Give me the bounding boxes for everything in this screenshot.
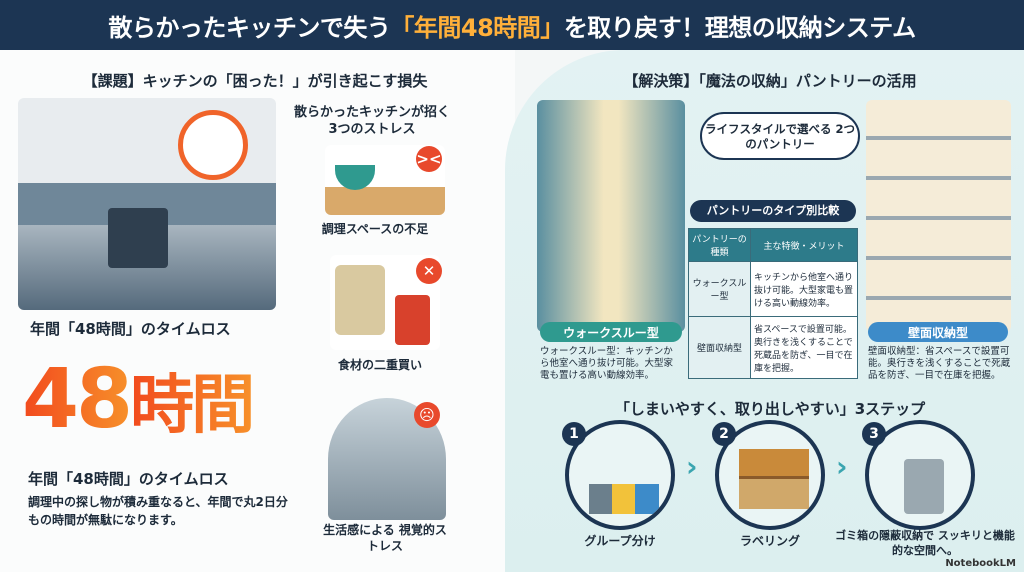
- clock-icon: [178, 110, 248, 180]
- bins-icon: [589, 484, 659, 514]
- step-label: ラベリング: [739, 534, 800, 548]
- x-mark-icon: ✕: [416, 258, 442, 284]
- problem-heading: 【課題】キッチンの「困った！」が引き起こす損失: [82, 72, 428, 90]
- messy-kitchen-illustration: [18, 98, 276, 310]
- title-part: 散らかったキッチンで失う: [108, 13, 391, 42]
- stress-label: 生活感による 視覚的ストレス: [323, 523, 447, 553]
- step-number: 2: [712, 422, 736, 446]
- step-label: ゴミ箱の隠蔽収納で スッキリと機能的な空間へ。: [835, 529, 1015, 557]
- walkthrough-caption: ウォークスルー型：キッチンから他室へ通り抜け可能。大型家電も置ける高い動線効率。: [540, 346, 674, 381]
- table-header: 主な特徴・メリット: [750, 228, 858, 262]
- table-row: ウォークスルー型キッチンから他室へ通り抜け可能。大型家電も置ける高い動線効率。: [688, 261, 858, 317]
- header-title: 散らかったキッチンで失う「年間48時間」を取り戻す！理想の収納システム: [0, 0, 1024, 50]
- double-purchase-illustration: [330, 255, 440, 350]
- table-cell: 省スペースで設置可能。奥行きを浅くすることで死蔵品を防ぎ、一目で在庫を把握。: [750, 316, 858, 379]
- big-number: 48: [22, 352, 133, 447]
- chevron-right-icon: ›: [836, 450, 848, 483]
- sad-face-icon: ☹: [414, 402, 440, 428]
- step-label: グループ分け: [584, 534, 656, 548]
- table-cell: キッチンから他室へ通り抜け可能。大型家電も置ける高い動線効率。: [750, 261, 858, 317]
- table-cell: ウォークスルー型: [688, 261, 751, 317]
- can-icon: [395, 295, 430, 345]
- angry-face-icon: ><: [416, 146, 442, 172]
- title-part: を取り戻す！理想の収納システム: [563, 13, 916, 42]
- snack-bag: [335, 265, 385, 335]
- notebooklm-watermark: NotebookLM: [945, 558, 1016, 569]
- timeloss-description: 調理中の探し物が積み重なると、年間で丸2日分もの時間が無駄になります。: [28, 495, 288, 527]
- chevron-right-icon: ›: [686, 450, 698, 483]
- timeloss-title: 年間「48時間」のタイムロス: [28, 470, 229, 488]
- trash-bin-icon: [904, 459, 944, 514]
- bowl-icon: [335, 165, 375, 190]
- title-highlight: 「年間48時間」: [390, 13, 564, 42]
- solution-heading: 【解決策】「魔法の収納」パントリーの活用: [623, 72, 917, 90]
- big-unit: 時間: [130, 369, 255, 443]
- steps-heading: 「しまいやすく、取り出しやすい」3ステップ: [614, 400, 926, 418]
- table-header: パントリーの種類: [688, 228, 751, 262]
- table-row: 壁面収納型省スペースで設置可能。奥行きを浅くすることで死蔵品を防ぎ、一目で在庫を…: [688, 316, 858, 379]
- walkthrough-banner: ウォークスルー型: [540, 322, 682, 342]
- big-48-hours: 48時間: [22, 345, 255, 477]
- comparison-table-title: パントリーのタイプ別比較: [690, 200, 856, 222]
- step-number: 1: [562, 422, 586, 446]
- wall-banner: 壁面収納型: [868, 322, 1008, 342]
- pantry-speech-bubble: ライフスタイルで選べる 2つのパントリー: [700, 112, 860, 160]
- oven-illustration: [108, 208, 168, 268]
- walkthrough-pantry-illustration: [537, 100, 685, 332]
- wall-pantry-illustration: [866, 100, 1011, 332]
- labeled-jars-icon: [739, 449, 809, 509]
- comparison-table: パントリーの種類主な特徴・メリット ウォークスルー型キッチンから他室へ通り抜け可…: [688, 228, 858, 379]
- step-number: 3: [862, 422, 886, 446]
- stress-label: 食材の二重買い: [337, 358, 422, 372]
- timeloss-label: 年間「48時間」のタイムロス: [30, 320, 231, 338]
- stress-heading: 散らかったキッチンが招く 3つのストレス: [293, 105, 450, 137]
- table-cell: 壁面収納型: [688, 316, 751, 379]
- wall-caption: 壁面収納型：省スペースで設置可能。奥行きを浅くすることで死蔵品を防ぎ、一目で在庫…: [868, 346, 1011, 381]
- stress-label: 調理スペースの不足: [321, 222, 429, 236]
